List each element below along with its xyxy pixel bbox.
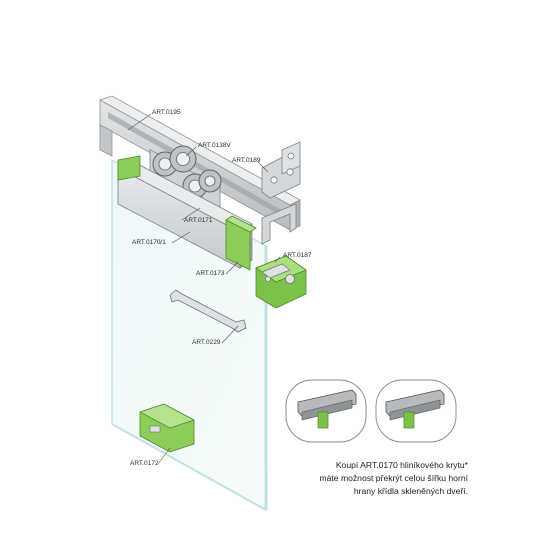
label-art-0138v: ART.0138V [198,142,231,149]
label-art-0187: ART.0187 [283,252,312,259]
label-art-0229: ART.0229 [192,339,221,346]
label-art-0195: ART.0195 [152,109,181,116]
green-end-cap-left [117,155,141,181]
door-stopper [255,255,307,309]
leader-lines [127,113,281,465]
label-art-0173: ART.0173 [196,270,225,277]
label-art-0189: ART.0189 [232,157,261,164]
angle-bracket [261,141,301,199]
label-art-0171: ART.0171 [184,217,213,224]
label-art-0172: ART.0172 [130,460,159,467]
spacer-plate [169,289,247,333]
note-line-3: hrany křídla skleněných dveří. [353,486,468,496]
note-line-2: máte možnost překrýt celou šířku horní [319,473,468,483]
roller-carriage [149,145,222,228]
floor-guide [138,403,196,453]
detail-callout-right [375,379,457,443]
cover-note: Koupí ART.0170 hliníkového krytu* máte m… [268,459,468,498]
detail-callout-left [285,379,367,443]
note-line-1: Koupí ART.0170 hliníkového krytu* [335,460,468,470]
label-art-0170-1: ART.0170/1 [132,239,166,246]
green-end-cap-top [225,215,257,271]
